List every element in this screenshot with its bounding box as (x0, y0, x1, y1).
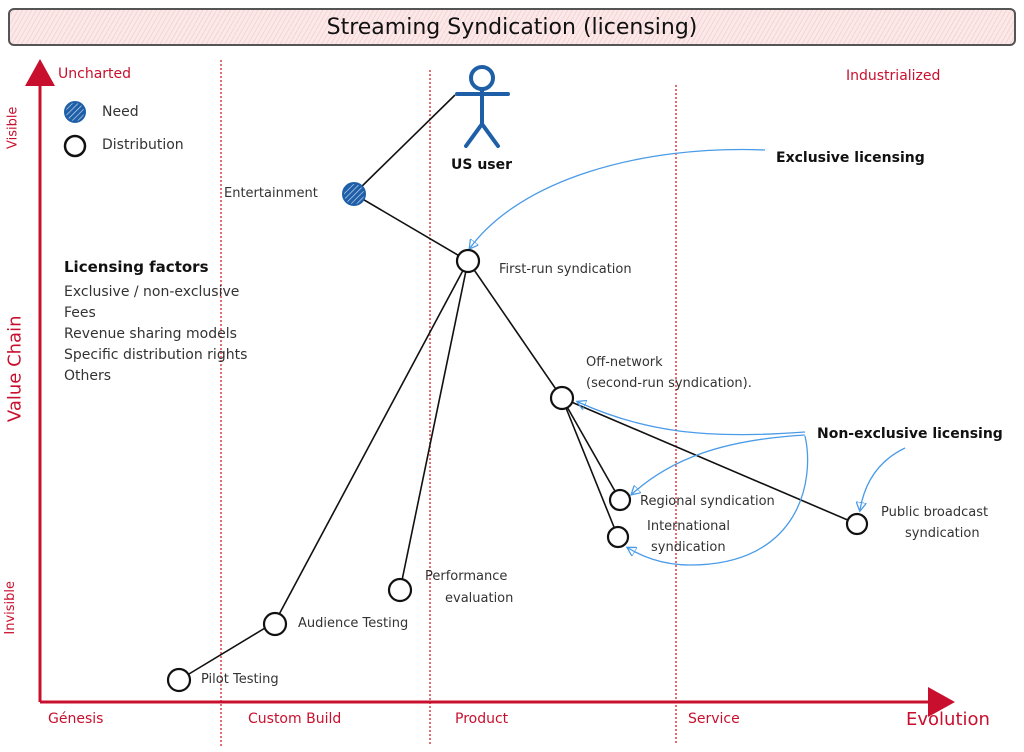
node-off-network (549, 385, 575, 411)
node-regional (608, 488, 632, 512)
link-user-entertainment (353, 94, 456, 195)
y-top-label: Visible (5, 106, 21, 150)
label-performance-2: evaluation (445, 591, 514, 606)
arrow-nonexclusive-regional (632, 434, 806, 494)
link-offnetwork-international (561, 397, 619, 538)
link-offnetwork-regional (561, 397, 621, 501)
node-pilot (166, 667, 192, 693)
link-audience-pilot (178, 621, 276, 681)
factor-item: Exclusive / non-exclusive (64, 284, 240, 300)
label-public-2: syndication (905, 526, 980, 541)
label-off-network-2: (second-run syndication). (586, 376, 752, 391)
y-axis-label: Value Chain (4, 315, 26, 423)
label-regional: Regional syndication (640, 494, 775, 509)
factor-item: Fees (64, 305, 96, 321)
x-axis-label: Evolution (906, 709, 990, 730)
label-performance-1: Performance (425, 569, 508, 584)
link-entertainment-firstrun (353, 193, 469, 262)
stage-separators (220, 60, 677, 748)
link-firstrun-audience (274, 260, 469, 623)
annotation-exclusive-licensing: Exclusive licensing (776, 150, 925, 166)
title-bar: Streaming Syndication (licensing) (8, 8, 1016, 46)
legend-need-icon (64, 101, 86, 123)
factor-item: Revenue sharing models (64, 326, 237, 342)
label-audience: Audience Testing (298, 616, 409, 631)
factor-item: Others (64, 368, 112, 384)
node-performance (387, 577, 413, 603)
annotation-non-exclusive-licensing: Non-exclusive licensing (817, 426, 1003, 442)
link-firstrun-performance (399, 260, 469, 591)
annotation-arrows (470, 148, 906, 566)
label-us-user: US user (451, 157, 513, 173)
link-offnetwork-public (561, 397, 858, 525)
links (178, 94, 858, 681)
arrow-nonexclusive-public (860, 447, 906, 510)
legend-distribution-icon (63, 134, 87, 158)
node-audience (262, 611, 288, 637)
stage-service: Service (688, 711, 740, 727)
corner-uncharted: Uncharted (58, 66, 132, 82)
arrow-nonexclusive-offnetwork (578, 402, 806, 436)
node-international (606, 525, 630, 549)
corner-industrialized: Industrialized (846, 68, 941, 84)
node-first-run (455, 248, 481, 274)
factor-item: Specific distribution rights (64, 347, 248, 363)
node-public (845, 512, 869, 536)
stage-genesis: Génesis (48, 711, 104, 727)
label-entertainment: Entertainment (224, 186, 318, 201)
label-off-network-1: Off-network (586, 355, 663, 370)
label-international-2: syndication (651, 540, 726, 555)
label-public-1: Public broadcast (881, 505, 989, 520)
user-icon (455, 65, 510, 148)
need-node-entertainment (342, 182, 366, 206)
stage-product: Product (455, 711, 509, 727)
licensing-factors: Licensing factors Exclusive / non-exclus… (64, 258, 247, 387)
stage-custom-build: Custom Build (248, 711, 342, 727)
arrow-exclusive-firstrun (470, 148, 766, 248)
factors-heading: Licensing factors (64, 258, 209, 276)
distribution-nodes (166, 248, 869, 693)
legend-distribution-label: Distribution (102, 137, 184, 153)
arrow-nonexclusive-international (628, 435, 809, 566)
legend-need-label: Need (102, 104, 139, 120)
label-pilot: Pilot Testing (201, 672, 279, 687)
y-bottom-label: Invisible (3, 580, 19, 635)
label-first-run: First-run syndication (499, 262, 632, 277)
link-firstrun-offnetwork (467, 260, 563, 399)
label-international-1: International (647, 519, 730, 534)
page-title: Streaming Syndication (licensing) (326, 14, 698, 40)
